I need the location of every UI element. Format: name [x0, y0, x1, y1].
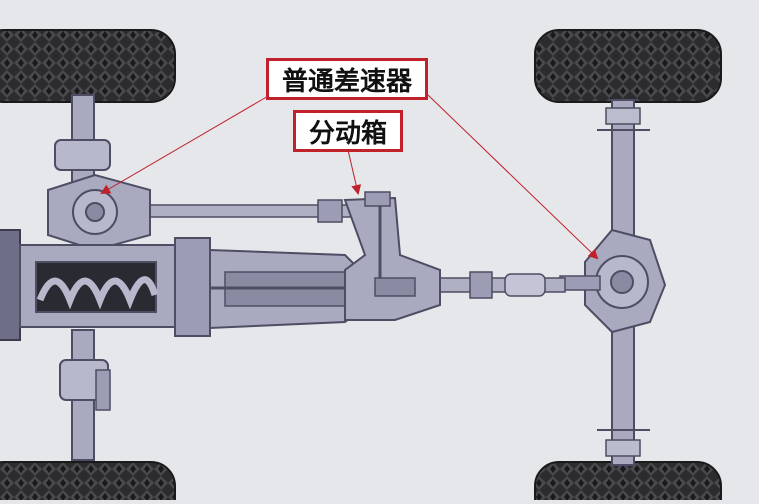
- transfer-case: [343, 191, 441, 321]
- front-left-tire: [0, 29, 176, 103]
- engine: [0, 229, 211, 341]
- arrow-to-transfer-case: [347, 149, 362, 195]
- transfer-case-label: 分动箱: [293, 110, 403, 152]
- rear-driveshaft: [439, 271, 566, 299]
- rear-right-tire: [534, 461, 722, 504]
- differential-label: 普通差速器: [266, 58, 428, 100]
- transmission: [209, 248, 361, 330]
- front-driveshaft: [149, 199, 371, 223]
- front-differential: [47, 173, 151, 252]
- arrow-to-front-differential: [100, 94, 271, 195]
- arrow-to-rear-differential: [427, 94, 599, 260]
- rear-left-tire: [534, 29, 722, 103]
- rear-differential: [559, 228, 667, 334]
- front-right-tire: [0, 461, 176, 504]
